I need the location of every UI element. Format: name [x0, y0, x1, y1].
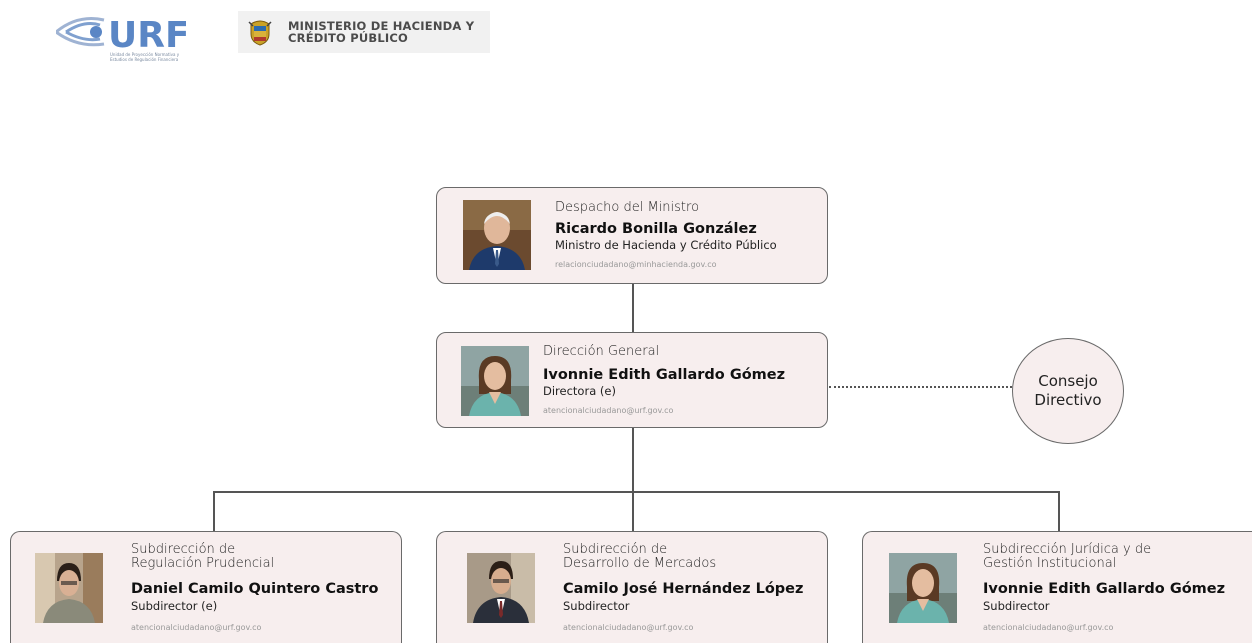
- connector-to-prudencial: [213, 491, 215, 531]
- card-subdireccion-mercados: Subdirección de Desarrollo de Mercados C…: [436, 531, 828, 643]
- name-prudencial: Daniel Camilo Quintero Castro: [131, 581, 379, 597]
- photo-mercados: [467, 553, 535, 623]
- unit-juridica: Subdirección Jurídica y de Gestión Insti…: [983, 543, 1151, 571]
- ministerio-name: MINISTERIO DE HACIENDA Y CRÉDITO PÚBLICO: [288, 20, 474, 44]
- unit-mercados-line-1: Subdirección de: [563, 542, 668, 557]
- email-prudencial[interactable]: atencionalciudadano@urf.gov.co: [131, 623, 262, 632]
- name-ministro: Ricardo Bonilla González: [555, 221, 757, 237]
- card-subdireccion-prudencial: Subdirección de Regulación Prudencial Da…: [10, 531, 402, 643]
- email-ministro[interactable]: relacionciudadano@minhacienda.gov.co: [555, 260, 717, 269]
- unit-juridica-line-2: Gestión Institucional: [983, 556, 1117, 571]
- role-juridica: Subdirector: [983, 599, 1050, 613]
- consejo-directivo: Consejo Directivo: [1012, 338, 1124, 444]
- role-direccion-general: Directora (e): [543, 384, 616, 398]
- urf-eye-icon: URF: [56, 15, 186, 54]
- connector-to-juridica: [1058, 491, 1060, 531]
- photo-prudencial: [35, 553, 103, 623]
- photo-ministro: [463, 200, 531, 270]
- connector-horizontal: [213, 491, 1059, 493]
- role-prudencial: Subdirector (e): [131, 599, 218, 613]
- name-direccion-general: Ivonnie Edith Gallardo Gómez: [543, 367, 786, 383]
- urf-tagline: Unidad de Proyección Normativa y Estudio…: [110, 52, 180, 62]
- name-juridica: Ivonnie Edith Gallardo Gómez: [983, 581, 1226, 597]
- email-mercados[interactable]: atencionalciudadano@urf.gov.co: [563, 623, 694, 632]
- email-direccion-general[interactable]: atencionalciudadano@urf.gov.co: [543, 406, 674, 415]
- urf-wordmark: URF: [108, 15, 186, 54]
- urf-logo: URF Unidad de Proyección Normativa y Est…: [56, 8, 186, 68]
- card-subdireccion-juridica: Subdirección Jurídica y de Gestión Insti…: [862, 531, 1252, 643]
- unit-ministro: Despacho del Ministro: [555, 200, 700, 215]
- connector-dotted-consejo: [829, 386, 1012, 388]
- consejo-line-2: Directivo: [1034, 391, 1102, 409]
- role-ministro: Ministro de Hacienda y Crédito Público: [555, 238, 777, 252]
- consejo-line-1: Consejo: [1038, 372, 1098, 390]
- photo-direccion-general: [461, 346, 529, 416]
- photo-juridica: [889, 553, 957, 623]
- name-mercados: Camilo José Hernández López: [563, 581, 804, 597]
- unit-prudencial-line-1: Subdirección de: [131, 542, 236, 557]
- unit-direccion-general: Dirección General: [543, 344, 660, 359]
- ministerio-logo: MINISTERIO DE HACIENDA Y CRÉDITO PÚBLICO: [238, 11, 490, 53]
- role-mercados: Subdirector: [563, 599, 630, 613]
- unit-mercados: Subdirección de Desarrollo de Mercados: [563, 543, 716, 571]
- ministerio-line-2: CRÉDITO PÚBLICO: [288, 31, 408, 45]
- ministerio-line-1: MINISTERIO DE HACIENDA Y: [288, 19, 475, 33]
- card-ministro: Despacho del Ministro Ricardo Bonilla Go…: [436, 187, 828, 284]
- email-juridica[interactable]: atencionalciudadano@urf.gov.co: [983, 623, 1114, 632]
- coat-of-arms-icon: [248, 20, 272, 46]
- connector-ministro-direccion: [632, 284, 634, 332]
- connector-to-mercados: [632, 491, 634, 531]
- unit-mercados-line-2: Desarrollo de Mercados: [563, 556, 717, 571]
- unit-prudencial: Subdirección de Regulación Prudencial: [131, 543, 274, 571]
- unit-prudencial-line-2: Regulación Prudencial: [131, 556, 275, 571]
- unit-juridica-line-1: Subdirección Jurídica y de: [983, 542, 1152, 557]
- card-direccion-general: Dirección General Ivonnie Edith Gallardo…: [436, 332, 828, 428]
- connector-direccion-down: [632, 428, 634, 492]
